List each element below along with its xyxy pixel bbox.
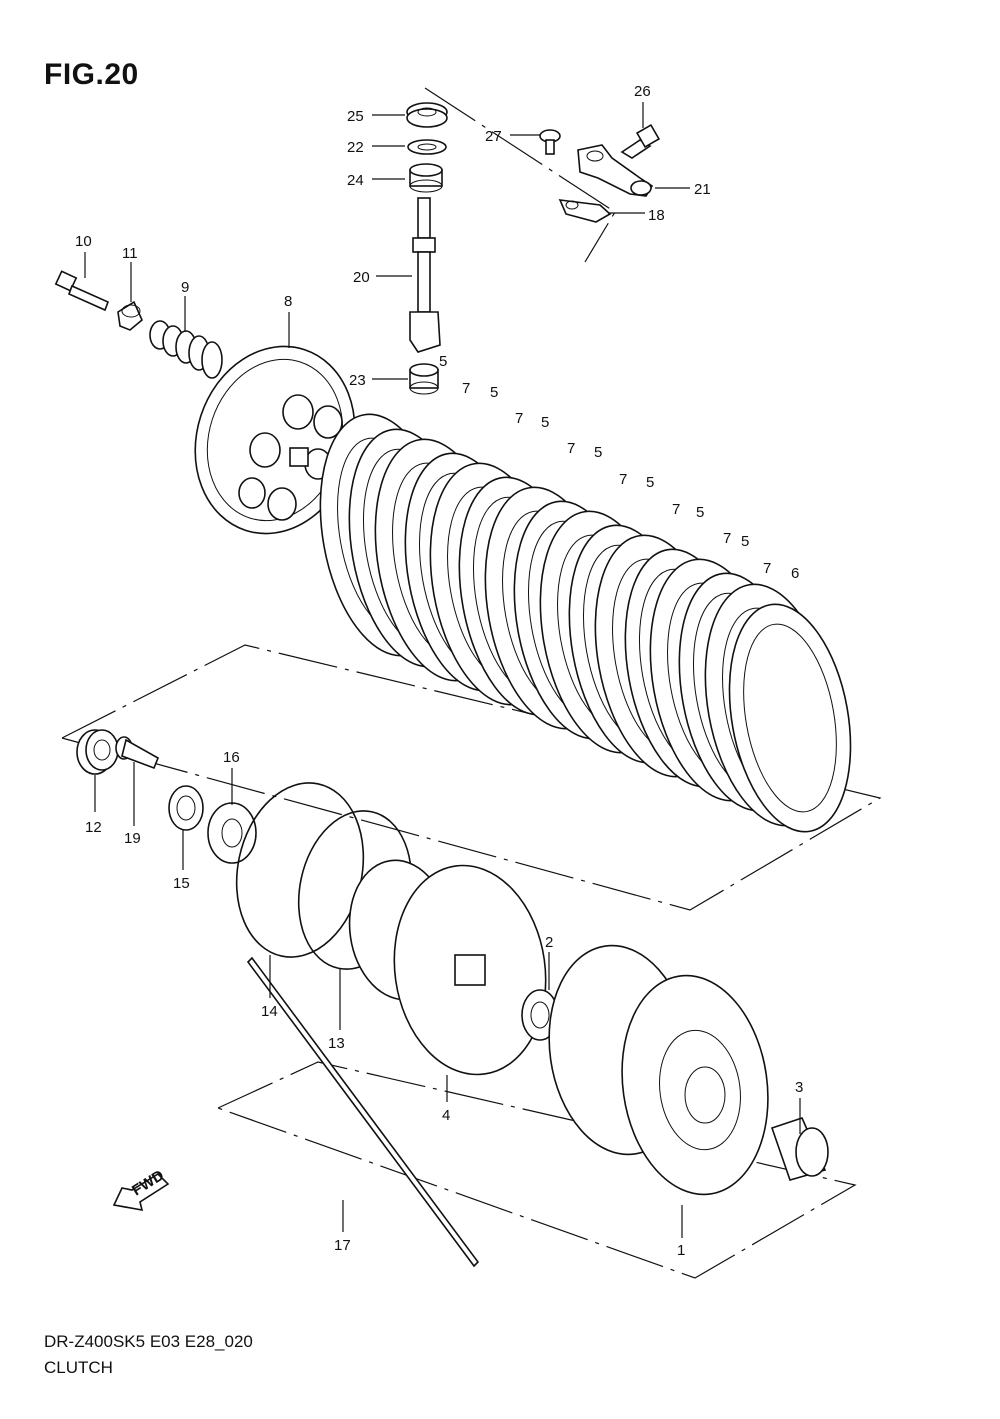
callout-9: 9	[181, 279, 189, 296]
callout-26: 26	[634, 83, 651, 100]
part-1-primary-driven-gear-assy[interactable]	[536, 936, 782, 1204]
callout-25: 25	[347, 108, 364, 125]
part-26-bolt[interactable]	[620, 123, 661, 159]
callout-5: 5	[696, 504, 704, 521]
callout-5: 5	[741, 533, 749, 550]
callout-7: 7	[723, 530, 731, 547]
callout-5: 5	[490, 384, 498, 401]
callout-5: 5	[439, 353, 447, 370]
section-name: CLUTCH	[44, 1358, 113, 1377]
part-27-screw[interactable]	[539, 129, 561, 155]
callout-16: 16	[223, 749, 240, 766]
callout-24: 24	[347, 172, 364, 189]
part-19-push-piece[interactable]	[115, 736, 160, 770]
fwd-arrow-icon: FWD	[112, 1167, 170, 1212]
callout-27: 27	[485, 128, 502, 145]
callout-5: 5	[594, 444, 602, 461]
part-3-spacer[interactable]	[770, 1117, 829, 1181]
part-15-spacer[interactable]	[168, 785, 204, 831]
part-23-needle-bearing[interactable]	[409, 363, 439, 395]
callout-15: 15	[173, 875, 190, 892]
part-6-drive-plate[interactable]	[713, 595, 867, 842]
callout-7: 7	[567, 440, 575, 457]
leader-lines	[84, 102, 801, 1238]
figure-title: FIG.20	[44, 58, 139, 91]
part-11-spring-seat[interactable]	[117, 300, 143, 331]
callout-7: 7	[672, 501, 680, 518]
clutch-plate-stack	[319, 413, 867, 842]
callout-20: 20	[353, 269, 370, 286]
part-22-washer[interactable]	[407, 139, 447, 155]
part-17-push-rod[interactable]	[246, 956, 480, 1268]
part-18-plate[interactable]	[558, 199, 612, 223]
callout-13: 13	[328, 1035, 345, 1052]
callout-3: 3	[795, 1079, 803, 1096]
part-25-oil-seal[interactable]	[406, 102, 448, 128]
callout-7: 7	[763, 560, 771, 577]
callout-10: 10	[75, 233, 92, 250]
part-12-bearing[interactable]	[76, 729, 119, 775]
part-20-release-shaft[interactable]	[409, 197, 441, 353]
callout-17: 17	[334, 1237, 351, 1254]
callout-4: 4	[442, 1107, 450, 1124]
callout-22: 22	[347, 139, 364, 156]
callout-12: 12	[85, 819, 102, 836]
part-4-clutch-sleeve-hub[interactable]	[341, 854, 559, 1085]
callout-21: 21	[694, 181, 711, 198]
callout-19: 19	[124, 830, 141, 847]
model-code: DR-Z400SK5 E03 E28_020	[44, 1332, 253, 1351]
callout-11: 11	[122, 245, 138, 262]
part-8-pressure-plate[interactable]	[171, 326, 378, 555]
callout-6: 6	[791, 565, 799, 582]
part-16-washer[interactable]	[207, 802, 257, 864]
callout-7: 7	[515, 410, 523, 427]
callout-23: 23	[349, 372, 366, 389]
part-21-release-arm[interactable]	[577, 144, 654, 197]
callout-1: 1	[677, 1242, 685, 1259]
callout-5: 5	[646, 474, 654, 491]
part-9-clutch-spring[interactable]	[149, 320, 223, 379]
callout-5: 5	[541, 414, 549, 431]
part-24-needle-bearing[interactable]	[409, 163, 443, 193]
callout-2: 2	[545, 934, 553, 951]
callout-labels: 25 22 24 20 23 27 26 21 18 10 11 9 8 5 7…	[75, 83, 803, 1259]
callout-18: 18	[648, 207, 665, 224]
callout-7: 7	[619, 471, 627, 488]
callout-8: 8	[284, 293, 292, 310]
assembly-guide-lines	[61, 87, 882, 1279]
callout-7: 7	[462, 380, 470, 397]
part-10-bolt[interactable]	[54, 270, 110, 312]
callout-14: 14	[261, 1003, 278, 1020]
